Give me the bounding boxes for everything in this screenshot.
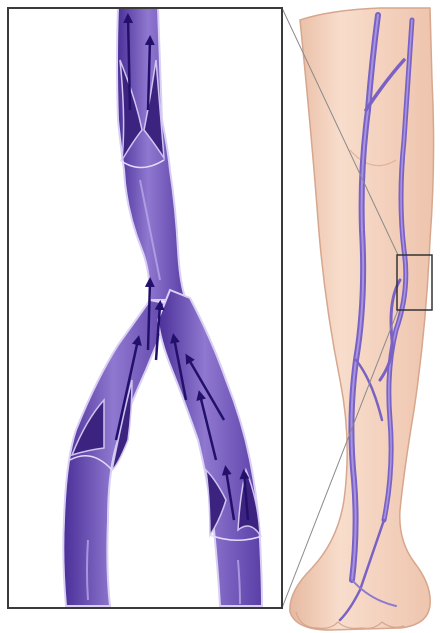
inset-panel	[8, 8, 282, 608]
leg	[290, 8, 434, 630]
